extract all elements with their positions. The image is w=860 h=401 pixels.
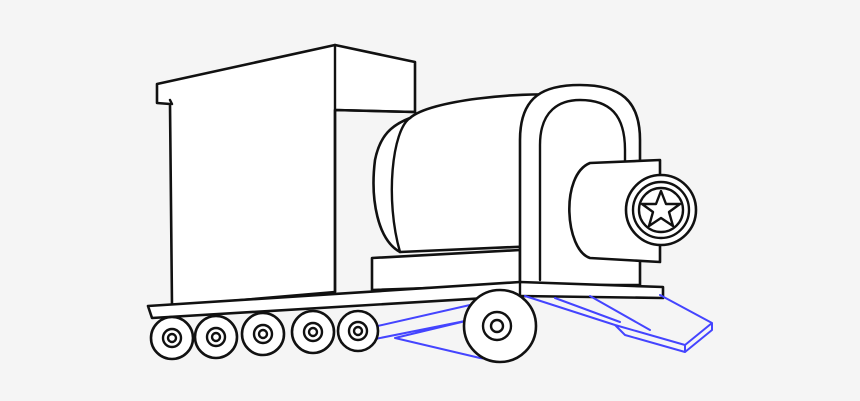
wheel [336, 309, 380, 353]
large-wheel [462, 288, 538, 364]
cowcatcher [359, 294, 713, 361]
wheel [149, 315, 195, 361]
cab [155, 43, 417, 308]
wheel [240, 311, 286, 357]
wheel [193, 314, 239, 360]
wheels [149, 288, 538, 364]
wheel [290, 309, 336, 355]
smokebox [568, 158, 698, 264]
star-icon [640, 189, 682, 228]
platform [146, 280, 665, 320]
